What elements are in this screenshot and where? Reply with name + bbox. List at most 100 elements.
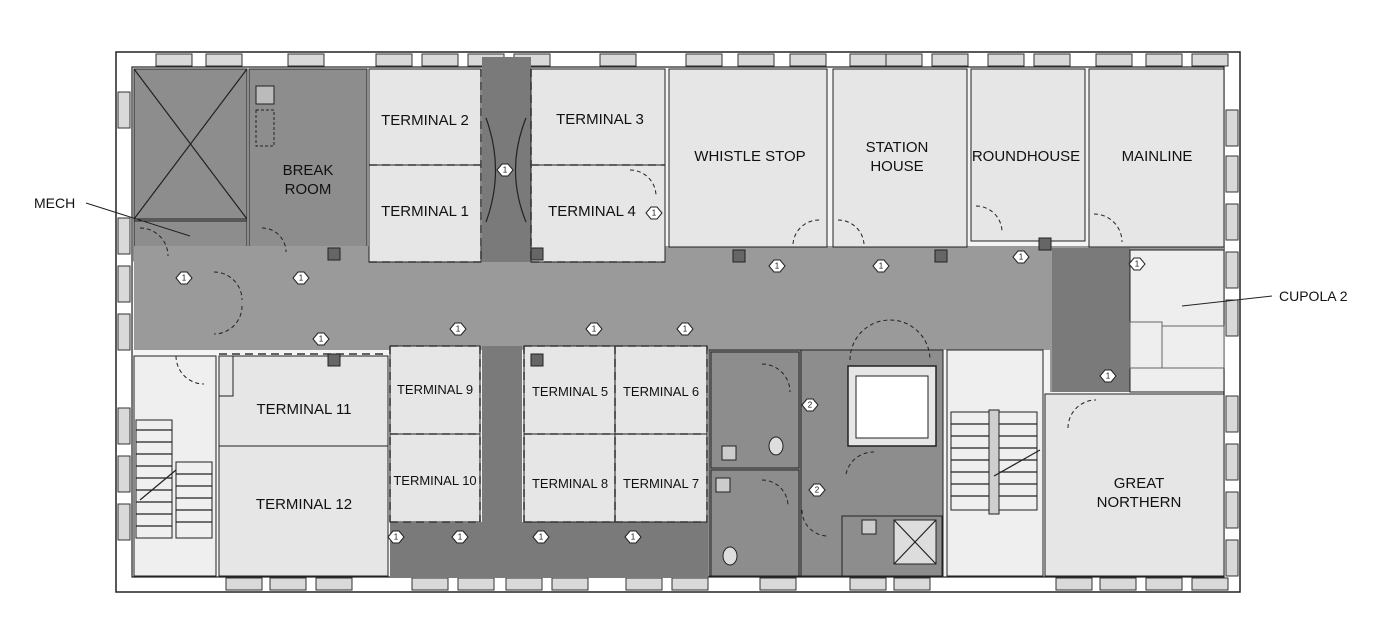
terminal-12-room — [218, 445, 389, 577]
label-terminal-9: TERMINAL 9 — [397, 382, 473, 397]
tag-1-l: 1 — [1128, 257, 1146, 271]
terminal-2-room — [368, 68, 482, 166]
great-northern-room — [1044, 393, 1225, 577]
windows-left — [117, 91, 131, 541]
tag-2-a: 2 — [801, 398, 819, 412]
break-room-sink — [255, 85, 275, 105]
terminal-9-room — [389, 345, 481, 435]
tag-1-f: 1 — [676, 322, 694, 336]
svg-text:1: 1 — [299, 274, 304, 283]
tag-markers: 1 1 1 1 1 1 1 1 1 1 1 1 1 1 1 1 1 2 2 — [175, 163, 1146, 544]
mainline-room — [1088, 68, 1225, 248]
terminal-4-room — [530, 164, 666, 263]
station-house-room — [832, 68, 968, 248]
label-terminal-11: TERMINAL 11 — [256, 401, 351, 418]
callout-cupola-2: CUPOLA 2 — [1279, 288, 1348, 304]
svg-text:1: 1 — [652, 209, 657, 218]
svg-text:1: 1 — [539, 533, 544, 542]
label-terminal-4: TERMINAL 4 — [548, 203, 636, 220]
tag-1-n: 1 — [387, 530, 405, 544]
svg-text:1: 1 — [394, 533, 399, 542]
cupola-2-fixture-2 — [1161, 325, 1225, 369]
terminal-3-room — [530, 68, 666, 166]
tag-1-a: 1 — [175, 271, 193, 285]
tag-1-k: 1 — [1012, 250, 1030, 264]
stair-west-treads — [135, 419, 213, 539]
label-break-room-2: ROOM — [285, 181, 332, 198]
sink-icon — [721, 445, 737, 461]
tag-1-g: 1 — [496, 163, 514, 177]
label-break-room-1: BREAK — [283, 162, 334, 179]
svg-text:1: 1 — [182, 274, 187, 283]
svg-text:1: 1 — [592, 325, 597, 334]
svg-text:1: 1 — [319, 335, 324, 344]
label-great-northern-1: GREAT — [1114, 475, 1165, 492]
tag-1-m: 1 — [1099, 369, 1117, 383]
svg-text:1: 1 — [1019, 253, 1024, 262]
label-mainline: MAINLINE — [1122, 148, 1193, 165]
svg-text:1: 1 — [775, 262, 780, 271]
dark-corridor-bottom-band — [390, 522, 708, 578]
label-roundhouse: ROUNDHOUSE — [972, 148, 1080, 165]
tag-1-i: 1 — [768, 259, 786, 273]
terminal-8-room — [523, 433, 616, 523]
label-terminal-5: TERMINAL 5 — [532, 384, 608, 399]
svg-text:1: 1 — [631, 533, 636, 542]
terminal-dashed-partitions — [389, 345, 708, 523]
whistle-stop-room — [668, 68, 828, 248]
tag-2-b: 2 — [808, 483, 826, 497]
mech-unit — [133, 68, 248, 220]
corridor-upper — [134, 246, 1224, 392]
windows-bottom — [225, 577, 1229, 591]
tag-1-q: 1 — [624, 530, 642, 544]
label-great-northern-2: NORTHERN — [1097, 494, 1182, 511]
terminal-7-room — [614, 433, 708, 523]
tag-1-b: 1 — [292, 271, 310, 285]
label-terminal-2: TERMINAL 2 — [381, 112, 469, 129]
svg-text:1: 1 — [683, 325, 688, 334]
tag-1-h: 1 — [645, 206, 663, 220]
label-terminal-10: TERMINAL 10 — [393, 473, 476, 488]
column-markers — [327, 237, 1052, 367]
tag-1-j: 1 — [872, 259, 890, 273]
terminal-11-closet — [218, 355, 234, 397]
tag-1-d: 1 — [449, 322, 467, 336]
mop-sink-icon — [861, 519, 877, 535]
label-terminal-12: TERMINAL 12 — [256, 496, 352, 513]
tag-1-c: 1 — [312, 332, 330, 346]
label-terminal-6: TERMINAL 6 — [623, 384, 699, 399]
windows-top — [155, 53, 1229, 67]
svg-text:1: 1 — [1106, 372, 1111, 381]
label-terminal-1: TERMINAL 1 — [381, 203, 469, 220]
svg-text:2: 2 — [808, 401, 813, 410]
label-station-house-2: HOUSE — [870, 158, 923, 175]
svg-text:1: 1 — [1135, 260, 1140, 269]
windows-right — [1225, 109, 1239, 577]
elevator-car — [855, 375, 929, 439]
roundhouse-room — [970, 68, 1086, 242]
label-terminal-3: TERMINAL 3 — [556, 111, 644, 128]
callout-mech: MECH — [34, 195, 75, 211]
label-terminal-8: TERMINAL 8 — [532, 476, 608, 491]
terminal-11-room — [218, 355, 389, 447]
terminal-1-room — [368, 164, 482, 263]
label-station-house-1: STATION — [866, 139, 929, 156]
stair-east-treads — [950, 409, 1041, 515]
cupola-2-room — [1129, 249, 1225, 393]
svg-text:1: 1 — [503, 166, 508, 175]
dark-corridor-right — [1052, 248, 1130, 392]
tag-1-e: 1 — [585, 322, 603, 336]
toilet-icon — [768, 436, 784, 456]
svg-text:2: 2 — [815, 486, 820, 495]
toilet-icon-2 — [722, 546, 738, 566]
tag-1-p: 1 — [532, 530, 550, 544]
door-swings — [139, 169, 1123, 537]
svg-text:1: 1 — [458, 533, 463, 542]
svg-text:1: 1 — [456, 325, 461, 334]
dark-corridor-top — [482, 57, 531, 262]
label-terminal-7: TERMINAL 7 — [623, 476, 699, 491]
callout-cupola-2-leader — [1181, 295, 1273, 307]
tag-1-o: 1 — [451, 530, 469, 544]
label-whistle-stop: WHISTLE STOP — [694, 148, 805, 165]
